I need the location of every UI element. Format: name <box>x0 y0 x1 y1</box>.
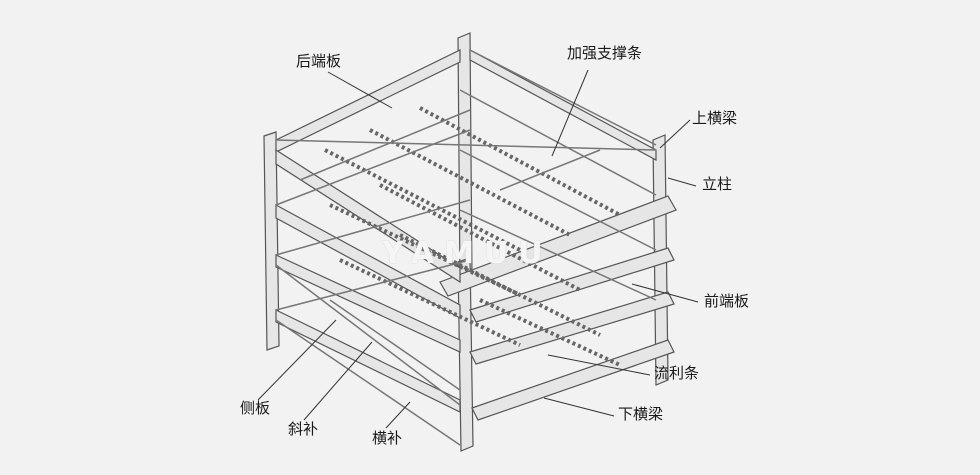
label-horizontal-brace: 横补 <box>372 429 403 447</box>
label-lower-beam: 下横梁 <box>618 405 664 423</box>
leader-upright <box>667 177 697 187</box>
leader-upper-beam <box>659 119 691 149</box>
leader-lower-beam <box>543 397 615 417</box>
side-rail-top <box>275 148 461 284</box>
leader-horizontal-brace <box>385 401 411 429</box>
flow-strip-2 <box>369 128 571 237</box>
upright-back-left <box>263 131 280 351</box>
label-reinforce-brace: 加强支撑条 <box>567 44 643 62</box>
side-rail-lower <box>275 254 461 353</box>
watermark: YAMUU <box>382 236 553 271</box>
flow-strip-8 <box>479 298 621 367</box>
label-upright: 立柱 <box>702 175 733 193</box>
flow-strip-3 <box>419 106 621 217</box>
flow-strip-1 <box>324 148 521 252</box>
leader-reinforce-brace <box>551 69 589 157</box>
label-rear-end-plate: 后端板 <box>296 52 342 70</box>
label-front-end-plate: 前端板 <box>704 292 750 310</box>
leader-front-end-plate <box>631 283 699 303</box>
side-rail-bottom <box>275 309 461 413</box>
label-flow-strip: 流利条 <box>654 364 700 382</box>
upper-beam <box>439 195 677 297</box>
label-diagonal-brace: 斜补 <box>288 420 319 438</box>
front-end-plate-2 <box>469 291 675 365</box>
frame-lines <box>275 49 657 446</box>
leader-diagonal-brace <box>303 341 373 421</box>
flow-strip-5 <box>379 183 581 292</box>
label-upper-beam: 上横梁 <box>692 109 738 127</box>
leader-side-plate <box>257 319 337 401</box>
lower-beam <box>471 339 675 421</box>
top-side-rail-right <box>469 48 657 162</box>
rear-end-plate-top <box>275 49 461 153</box>
flow-strips <box>324 106 621 367</box>
flow-strip-7 <box>399 233 601 337</box>
leader-lines <box>257 69 699 429</box>
label-side-plate: 侧板 <box>240 399 271 417</box>
leader-flow-strip <box>547 354 651 376</box>
flow-strip-4 <box>329 203 521 297</box>
upright-front-center <box>457 257 474 452</box>
leader-rear-end-plate <box>327 71 393 109</box>
